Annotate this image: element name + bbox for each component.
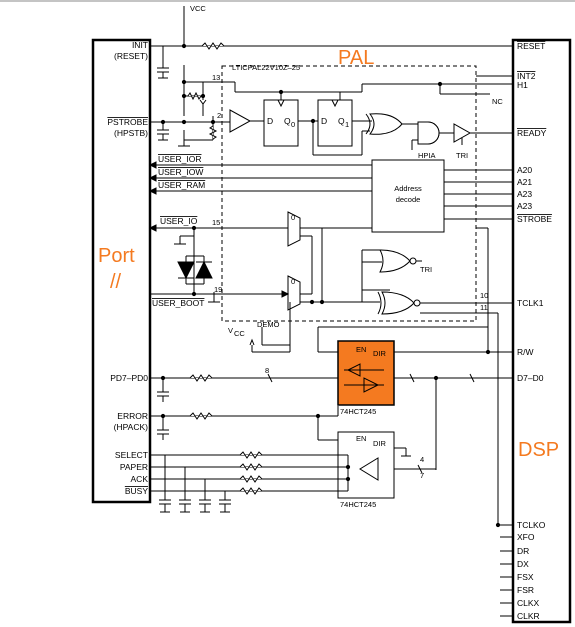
chip1-en: EN [356, 345, 366, 354]
port-title: Port [98, 245, 135, 267]
dsp-box [511, 38, 572, 624]
pal-title: PAL [338, 47, 374, 69]
transceiver-chip-1 [337, 340, 395, 406]
chip2-name: 74HCT245 [340, 500, 376, 509]
dsp-signal-rw: R/W [517, 347, 534, 357]
ff1-d: D [267, 116, 273, 126]
user-io-label: USER_IO [160, 216, 198, 226]
transceiver-chip-2 [337, 431, 395, 499]
user-iow-label: USER_IOW [158, 167, 203, 177]
pin-2: 2 [217, 111, 221, 120]
port-signal-busy: BUSY [125, 486, 148, 496]
dsp-signal-d: D7–D0 [517, 373, 544, 383]
ff1-q-sub: 0 [291, 120, 295, 129]
dsp-signal-fsx: FSX [517, 572, 534, 582]
dsp-signal-a23a: A23 [517, 189, 532, 199]
port-signal-error: ERROR [117, 411, 148, 421]
pin-15: 15 [212, 218, 220, 227]
pin-8: 8 [265, 366, 269, 375]
vcc-top-label: VCC [190, 4, 206, 13]
user-ram-label: USER_RAM [158, 180, 205, 190]
tri-label-1: TRI [456, 151, 468, 160]
port-signal-ack: ACK [131, 474, 149, 484]
ff2-d: D [321, 116, 327, 126]
dsp-signal-tclk1: TCLK1 [517, 298, 544, 308]
dsp-signal-a20: A20 [517, 165, 532, 175]
dsp-signal-fsr: FSR [517, 585, 534, 595]
decode-label: decode [396, 195, 421, 204]
tri-label-2: TRI [420, 265, 432, 274]
demo-label: DEMO [257, 320, 280, 329]
pal-region [221, 65, 477, 322]
pin-19: 19 [214, 285, 222, 294]
pin-13: 13 [212, 73, 220, 82]
ff1-q: Q [284, 116, 291, 126]
address-decode-block [371, 159, 445, 233]
user-ior-label: USER_IOR [158, 154, 201, 164]
dsp-signal-strobe: STROBE [517, 214, 552, 224]
port-signal-pd: PD7–PD0 [110, 373, 148, 383]
pin-7: 7 [420, 471, 424, 480]
mux1-zero: 0 [291, 213, 295, 222]
nc-label: NC [492, 97, 503, 106]
dsp-signal-ready: READY [517, 128, 547, 138]
address-label: Address [394, 184, 422, 193]
hpia-label: HPIA [418, 151, 436, 160]
dsp-signal-int2: INT2 [517, 71, 536, 81]
port-signal-hpack: (HPACK) [114, 422, 148, 432]
port-signal-pstrobe: PSTROBE [107, 117, 148, 127]
port-box [91, 38, 152, 504]
port-signal-hpstb: (HPSTB) [114, 128, 148, 138]
dsp-title: DSP [518, 439, 559, 461]
port-signal-select: SELECT [115, 450, 148, 460]
chip1-dir: DIR [373, 349, 387, 358]
port-signal-paper: PAPER [120, 462, 148, 472]
dsp-signal-clkx: CLKX [517, 598, 540, 608]
vcc-demo-label: V [228, 326, 233, 335]
port-signal-reset: (RESET) [114, 51, 148, 61]
dsp-signal-dx: DX [517, 559, 529, 569]
dsp-signal-a21: A21 [517, 177, 532, 187]
port-signal-init: INIT [132, 40, 148, 50]
dsp-signal-reset: RESET [517, 41, 545, 51]
port-title-2: // [110, 271, 122, 293]
pin-11: 11 [480, 303, 488, 312]
pin-10: 10 [480, 291, 488, 300]
chip2-en: EN [356, 434, 366, 443]
dsp-signal-a23b: A23 [517, 201, 532, 211]
mux2-zero: 0 [291, 277, 295, 286]
vcc-demo-sub: CC [234, 329, 245, 338]
dsp-signal-clkr: CLKR [517, 611, 540, 621]
ff2-q-sub: 1 [345, 120, 349, 129]
dsp-signal-dr: DR [517, 546, 529, 556]
chip2-dir: DIR [373, 439, 387, 448]
user-boot-label: USER_BOOT [152, 298, 204, 308]
dsp-signal-tclko: TCLKO [517, 520, 546, 530]
pal-part-label: LTICPAL22V10Z–25 [232, 63, 300, 72]
dsp-signal-xfo: XFO [517, 532, 535, 542]
dsp-signal-h1: H1 [517, 80, 528, 90]
pin-4: 4 [420, 455, 424, 464]
ff2-q: Q [338, 116, 345, 126]
chip1-name: 74HCT245 [340, 407, 376, 416]
